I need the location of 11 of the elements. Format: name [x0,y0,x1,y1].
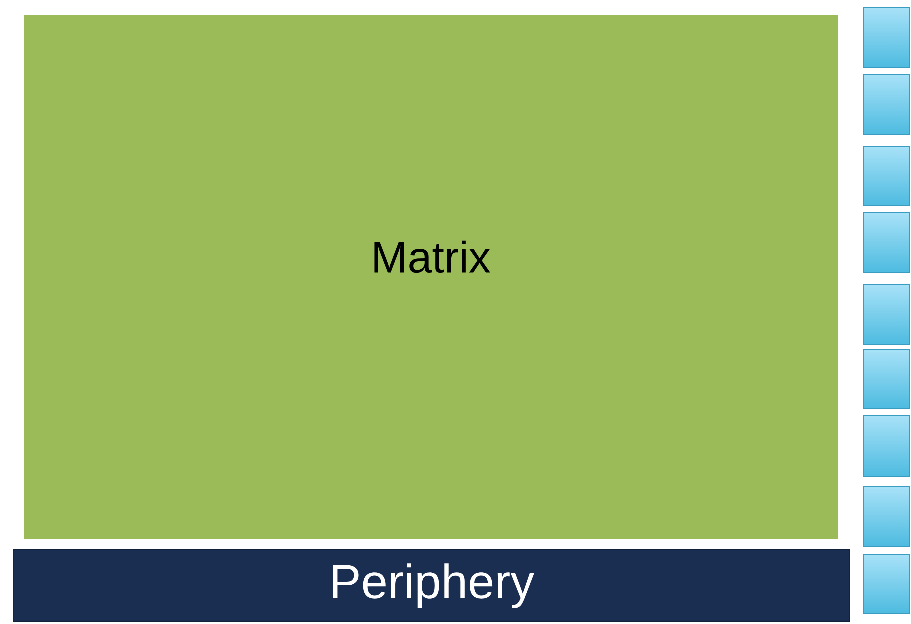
cell-box [864,416,910,478]
cell-box [864,284,910,346]
periphery-band: Periphery [14,550,850,622]
cell-box [864,350,910,410]
cell-box [864,212,910,274]
cell-box [864,486,910,548]
cell-box [864,554,910,614]
cell-box [864,74,910,136]
cell-box [864,146,910,206]
matrix-area: Matrix [16,7,846,547]
cell-box [864,8,910,68]
